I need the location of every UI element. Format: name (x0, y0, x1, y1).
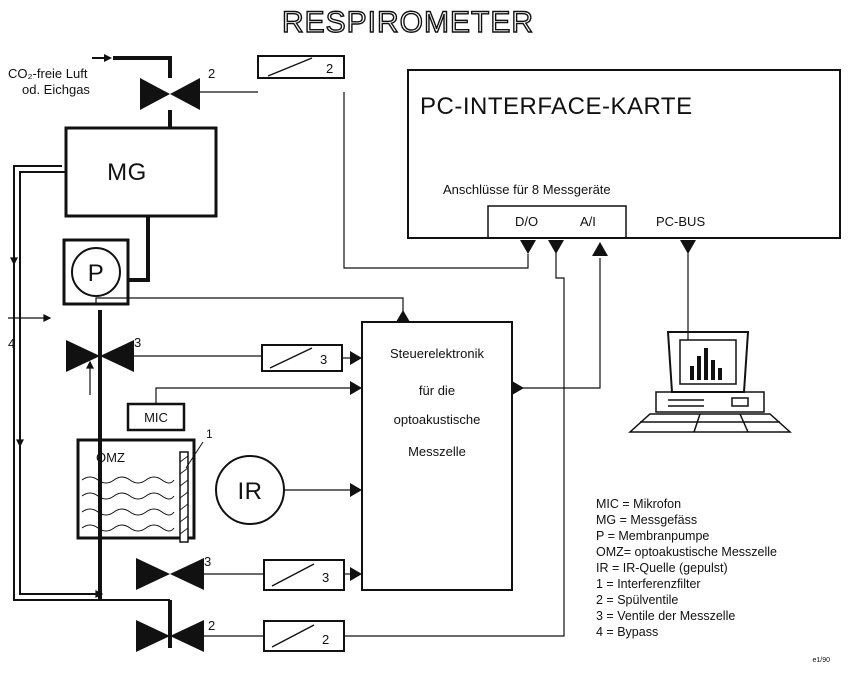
port-do-label: D/O (515, 214, 538, 229)
filter-number: 1 (206, 427, 213, 441)
interference-filter-hatch (179, 455, 189, 535)
footer-code: e1/90 (812, 657, 830, 664)
driver-box-3-lower (263, 559, 345, 591)
inlet-arrow-icon (92, 54, 112, 62)
valve-2-bottom-label: 2 (208, 618, 215, 633)
bypass-pipe (13, 165, 170, 601)
interference-filter (179, 451, 189, 543)
legend-item: MIC = Mikrofon (596, 497, 681, 511)
driver-box-2-bottom (263, 620, 345, 652)
mic-label: MIC (144, 410, 168, 425)
legend: MIC = Mikrofon MG = Messgefäss P = Membr… (596, 497, 777, 639)
valve-3-lower-label: 3 (204, 554, 211, 569)
legend-item: OMZ= optoakustische Messzelle (596, 545, 777, 559)
mg-vessel-box (64, 126, 218, 218)
valve-2-top (140, 78, 200, 110)
control-electronics-box (361, 321, 513, 591)
driver-3-lower-label: 3 (322, 570, 329, 585)
inlet-label-line1: CO₂-freie Luft (8, 66, 88, 81)
port-ai-label: A/I (580, 214, 596, 229)
omz-cell-box (76, 438, 196, 540)
legend-item: 4 = Bypass (596, 625, 658, 639)
mg-label: MG (107, 159, 147, 186)
main-gas-pipe (98, 56, 172, 648)
driver-2-bottom-label: 2 (322, 632, 329, 647)
bypass-number: 4 (8, 336, 15, 351)
valve-3-upper-label: 3 (134, 335, 141, 350)
filter-pointer (185, 441, 204, 469)
valve-2-top-label: 2 (208, 66, 215, 81)
control-line3: optoakustische (394, 412, 481, 427)
control-line1: Steuerelektronik (390, 346, 484, 361)
valve-3-lower (136, 558, 204, 590)
driver-2-top-label: 2 (326, 61, 333, 76)
omz-liquid-waves (81, 476, 175, 532)
driver-box-2-top (257, 55, 345, 79)
valve-3-upper (66, 340, 134, 372)
pump-label: P (88, 260, 105, 287)
pc-bus-label: PC-BUS (656, 214, 705, 229)
control-line2: für die (419, 383, 455, 398)
omz-label: OMZ (96, 450, 125, 465)
legend-item: 2 = Spülventile (596, 593, 678, 607)
interface-ports-caption: Anschlüsse für 8 Messgeräte (443, 182, 611, 197)
pump-circle-icon (71, 247, 121, 297)
ir-label: IR (238, 478, 263, 505)
legend-item: MG = Messgefäss (596, 513, 697, 527)
legend-item: P = Membranpumpe (596, 529, 709, 543)
diagram-title: RESPIROMETER (282, 6, 534, 39)
signal-wires (95, 91, 689, 637)
inlet-label-line2: od. Eichgas (22, 82, 90, 97)
legend-item: 1 = Interferenzfilter (596, 577, 701, 591)
flow-arrow-icon (8, 232, 104, 598)
driver-box-3-upper (261, 344, 343, 372)
legend-item: 3 = Ventile der Messzelle (596, 609, 735, 623)
legend-item: IR = IR-Quelle (gepulst) (596, 561, 728, 575)
valve-2-bottom (136, 620, 204, 652)
interface-port-block (487, 205, 627, 239)
interface-title: PC-INTERFACE-KARTE (420, 93, 693, 120)
control-line4: Messzelle (408, 444, 466, 459)
driver-3-upper-label: 3 (320, 352, 327, 367)
computer-icon (628, 331, 792, 433)
signal-arrowheads (350, 240, 696, 581)
